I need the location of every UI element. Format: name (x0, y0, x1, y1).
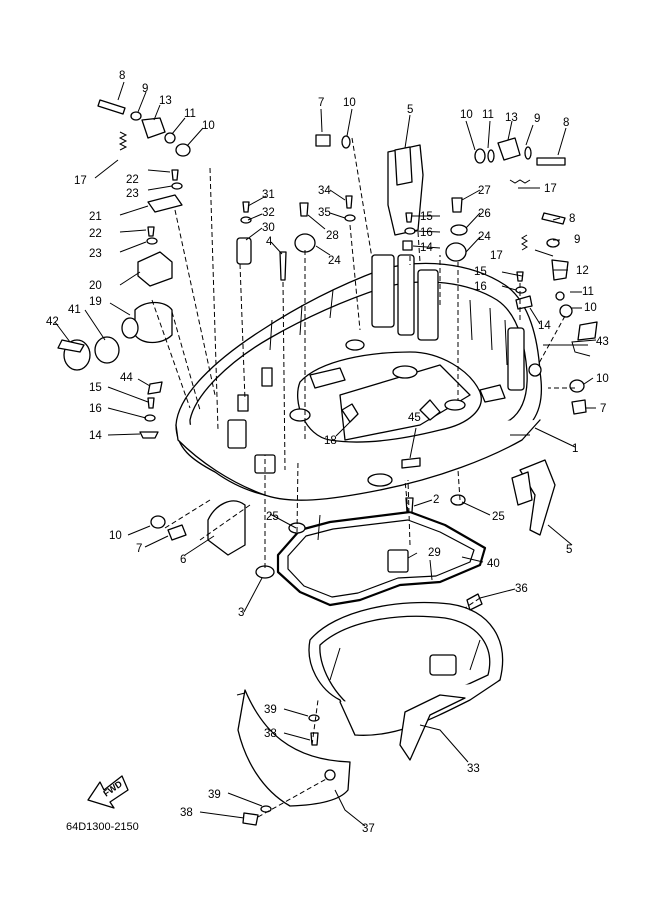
callout-16: 16 (474, 281, 487, 293)
callout-39: 39 (264, 704, 277, 716)
callout-12: 12 (576, 265, 589, 277)
callout-24: 24 (328, 255, 341, 267)
callout-9: 9 (142, 83, 148, 95)
callout-11: 11 (582, 286, 594, 298)
callout-33: 33 (467, 763, 480, 775)
small-parts (57, 99, 598, 826)
callout-36: 36 (515, 583, 528, 595)
callout-29: 29 (428, 547, 441, 559)
callout-31: 31 (262, 189, 275, 201)
callout-13: 13 (159, 95, 172, 107)
callout-39: 39 (208, 789, 221, 801)
callout-22: 22 (126, 174, 139, 186)
callout-38: 38 (180, 807, 193, 819)
callout-20: 20 (89, 280, 102, 292)
callout-35: 35 (318, 207, 331, 219)
callout-16: 16 (89, 403, 102, 415)
cowling-seal (276, 510, 487, 607)
callout-28: 28 (326, 230, 339, 242)
callout-10: 10 (584, 302, 597, 314)
callout-40: 40 (487, 558, 500, 570)
callout-16: 16 (420, 227, 433, 239)
callout-14: 14 (89, 430, 102, 442)
callout-7: 7 (600, 403, 606, 415)
callout-26: 26 (478, 208, 491, 220)
callout-37: 37 (362, 823, 375, 835)
callout-23: 23 (89, 248, 102, 260)
diagram-code: 64D1300-2150 (66, 821, 139, 833)
hinge-bracket (511, 459, 556, 536)
callout-17: 17 (490, 250, 503, 262)
callout-41: 41 (68, 304, 81, 316)
bottom-cowling (175, 254, 543, 501)
callout-25: 25 (266, 511, 279, 523)
callout-15: 15 (89, 382, 102, 394)
callout-9: 9 (534, 113, 540, 125)
callout-6: 6 (180, 554, 186, 566)
callout-2: 2 (433, 494, 439, 506)
callout-44: 44 (120, 372, 133, 384)
callout-23: 23 (126, 188, 139, 200)
callout-17: 17 (544, 183, 557, 195)
callout-5: 5 (566, 544, 572, 556)
callout-7: 7 (318, 97, 324, 109)
side-panel (236, 689, 351, 807)
fwd-arrow-icon: FWD (87, 775, 129, 809)
callout-11: 11 (482, 109, 494, 121)
callout-15: 15 (474, 266, 487, 278)
callout-7: 7 (136, 543, 142, 555)
callout-30: 30 (262, 222, 275, 234)
callout-38: 38 (264, 728, 277, 740)
callout-27: 27 (478, 185, 491, 197)
callout-11: 11 (184, 108, 196, 120)
callout-10: 10 (109, 530, 122, 542)
callout-9: 9 (574, 234, 580, 246)
callout-24: 24 (478, 231, 491, 243)
callout-10: 10 (343, 97, 356, 109)
callout-10: 10 (202, 120, 215, 132)
callout-4: 4 (266, 236, 273, 248)
cover-part-5 (387, 144, 424, 236)
callout-13: 13 (505, 112, 518, 124)
callout-45: 45 (408, 412, 421, 424)
callout-17: 17 (74, 175, 87, 187)
callout-10: 10 (596, 373, 609, 385)
callout-10: 10 (460, 109, 473, 121)
callout-22: 22 (89, 228, 102, 240)
callout-43: 43 (596, 336, 609, 348)
lower-apron (308, 601, 504, 761)
callout-labels: 8 9 13 11 10 17 22 23 21 22 23 20 41 19 … (46, 70, 609, 835)
callout-1: 1 (572, 443, 578, 455)
leader-lines (54, 81, 597, 827)
callout-19: 19 (89, 296, 102, 308)
callout-15: 15 (420, 211, 433, 223)
callout-34: 34 (318, 185, 331, 197)
callout-14: 14 (538, 320, 551, 332)
callout-8: 8 (569, 213, 575, 225)
callout-32: 32 (262, 207, 275, 219)
callout-18: 18 (324, 435, 337, 447)
callout-8: 8 (563, 117, 569, 129)
callout-42: 42 (46, 316, 59, 328)
callout-8: 8 (119, 70, 125, 82)
callout-25: 25 (492, 511, 505, 523)
callout-5: 5 (407, 104, 413, 116)
callout-3: 3 (238, 607, 244, 619)
callout-14: 14 (420, 242, 433, 254)
callout-21: 21 (89, 211, 102, 223)
